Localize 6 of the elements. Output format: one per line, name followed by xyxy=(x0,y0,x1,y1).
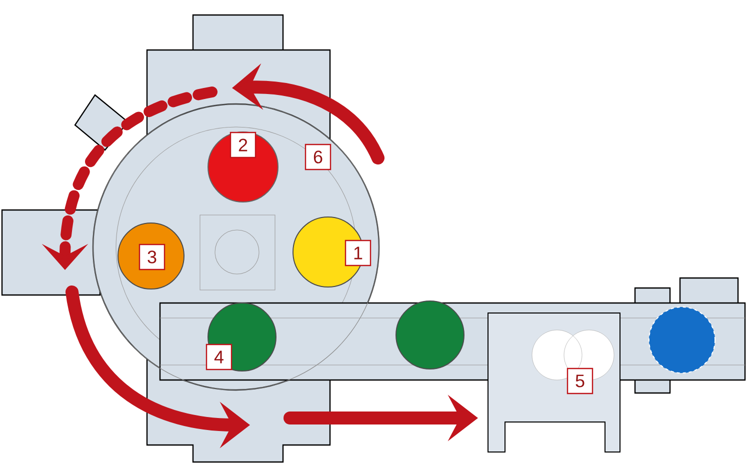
callout-number: 1 xyxy=(344,240,372,266)
callout-number: 3 xyxy=(138,244,166,270)
callout-number: 5 xyxy=(566,368,594,394)
callout-number: 2 xyxy=(230,132,256,158)
callout-number: 4 xyxy=(206,344,232,370)
callout-number: 6 xyxy=(304,144,332,170)
